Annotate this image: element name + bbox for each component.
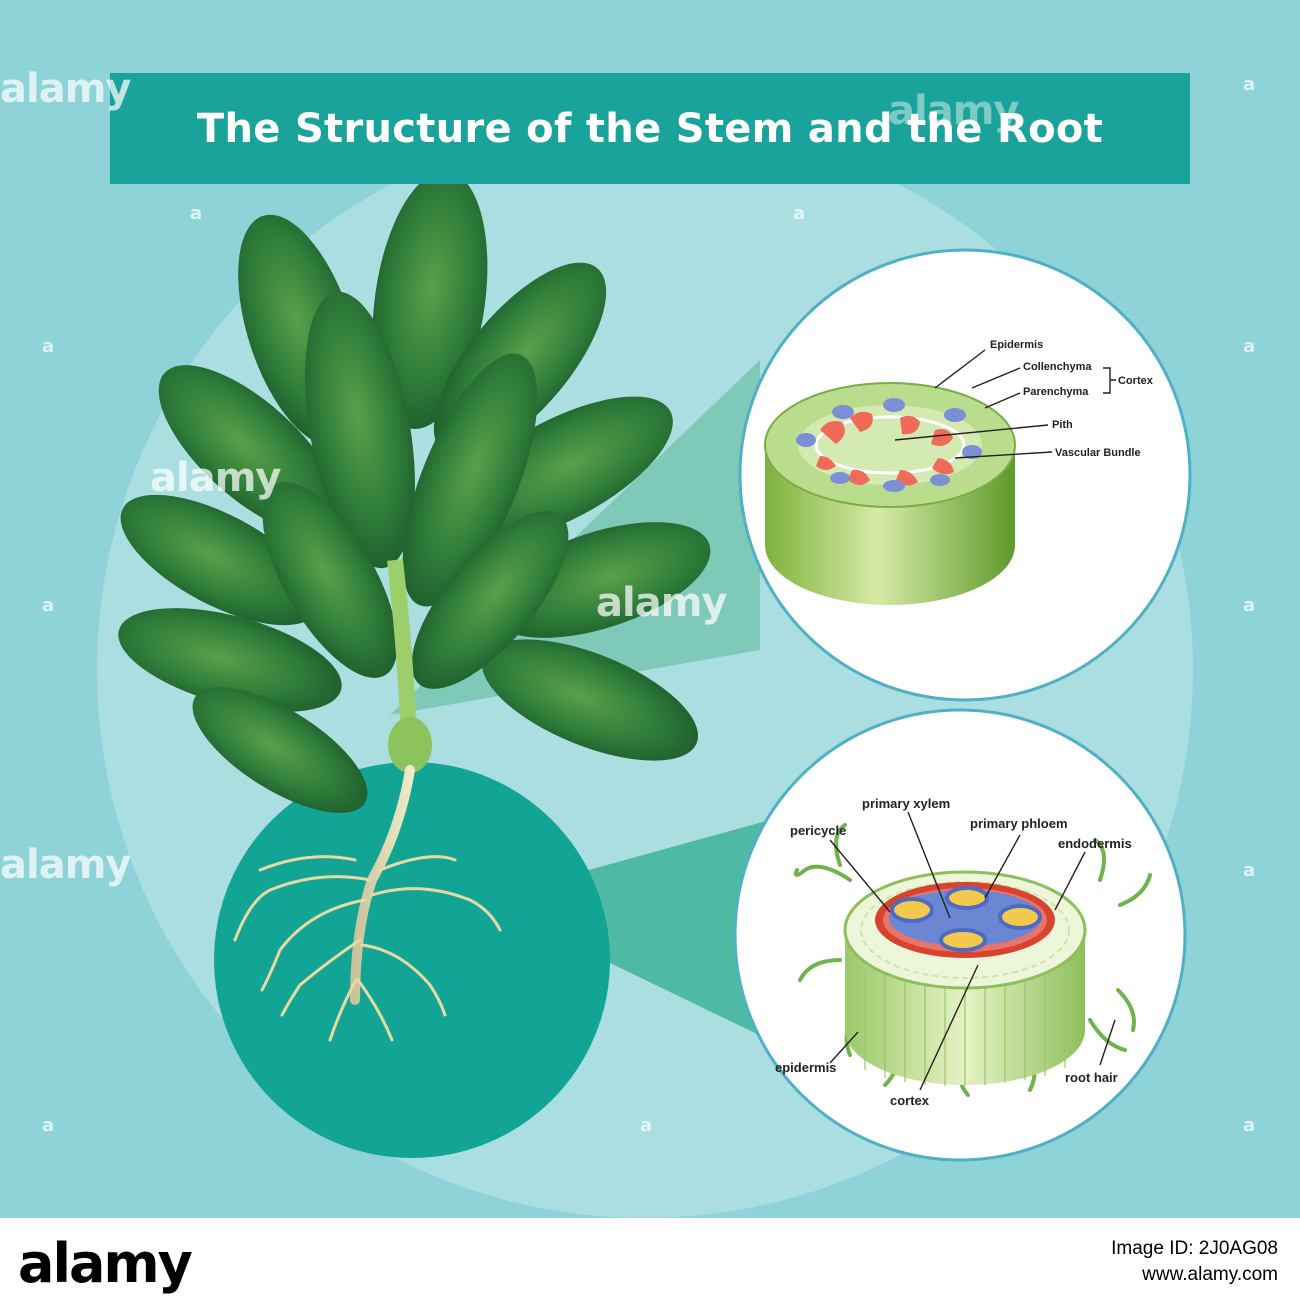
watermark-mark: a [42, 595, 55, 616]
title-banner: The Structure of the Stem and the Root [110, 73, 1190, 184]
watermark-mark: a [1243, 860, 1256, 881]
root-zoom-beam [480, 820, 790, 1050]
stem-labels: Epidermis Collenchyma Parenchyma Cortex … [990, 339, 1154, 459]
label-primary-phloem: primary phloem [970, 816, 1068, 831]
watermark-mark: a [190, 203, 203, 224]
image-id: Image ID: 2J0AG08 [1111, 1238, 1278, 1259]
stem-cross-section [764, 382, 1016, 605]
plant-leaves [118, 171, 711, 813]
watermark-mark: a [42, 1115, 55, 1136]
root-cross-section [794, 823, 1152, 1097]
root-labels: primary xylem pericycle primary phloem e… [775, 796, 1132, 1108]
taproot [350, 765, 415, 1005]
label-cortex-stem: Cortex [1118, 375, 1154, 387]
watermark-mark: a [640, 1115, 653, 1136]
watermark: alamy [596, 580, 727, 626]
root-leader-lines [829, 811, 1116, 1091]
watermark-mark: a [1243, 336, 1256, 357]
watermark-mark: a [1243, 74, 1256, 95]
plant-stem [387, 559, 416, 721]
footer-logo: alamy [18, 1232, 193, 1295]
label-vascular-bundle: Vascular Bundle [1055, 447, 1141, 459]
label-endodermis: endodermis [1058, 836, 1132, 851]
stem-node [388, 717, 432, 773]
watermark-mark: a [1243, 1115, 1256, 1136]
watermark-mark: a [42, 336, 55, 357]
watermark: alamy [0, 66, 131, 112]
label-pericycle: pericycle [790, 823, 846, 838]
label-primary-xylem: primary xylem [862, 796, 950, 811]
label-cortex-root: cortex [890, 1093, 930, 1108]
watermark: alamy [888, 88, 1019, 134]
watermark: alamy [0, 842, 131, 888]
label-root-hair: root hair [1065, 1070, 1118, 1085]
label-epidermis-stem: Epidermis [990, 339, 1043, 351]
page-title: The Structure of the Stem and the Root [196, 105, 1104, 152]
watermark: alamy [150, 455, 281, 501]
label-pith: Pith [1052, 419, 1073, 431]
watermark-mark: a [1243, 595, 1256, 616]
label-parenchyma: Parenchyma [1023, 386, 1089, 398]
diagram-artwork: Epidermis Collenchyma Parenchyma Cortex … [97, 122, 1193, 1218]
watermark-mark: a [793, 203, 806, 224]
label-collenchyma: Collenchyma [1023, 361, 1092, 373]
lateral-roots [233, 855, 502, 1042]
label-epidermis-root: epidermis [775, 1060, 836, 1075]
footer-info: Image ID: 2J0AG08 www.alamy.com [1111, 1236, 1278, 1288]
footer-bar: alamy Image ID: 2J0AG08 www.alamy.com [0, 1218, 1300, 1308]
root-zoom-circle [214, 762, 610, 1158]
site-url: www.alamy.com [1142, 1264, 1278, 1285]
stem-leader-lines [894, 349, 1116, 459]
